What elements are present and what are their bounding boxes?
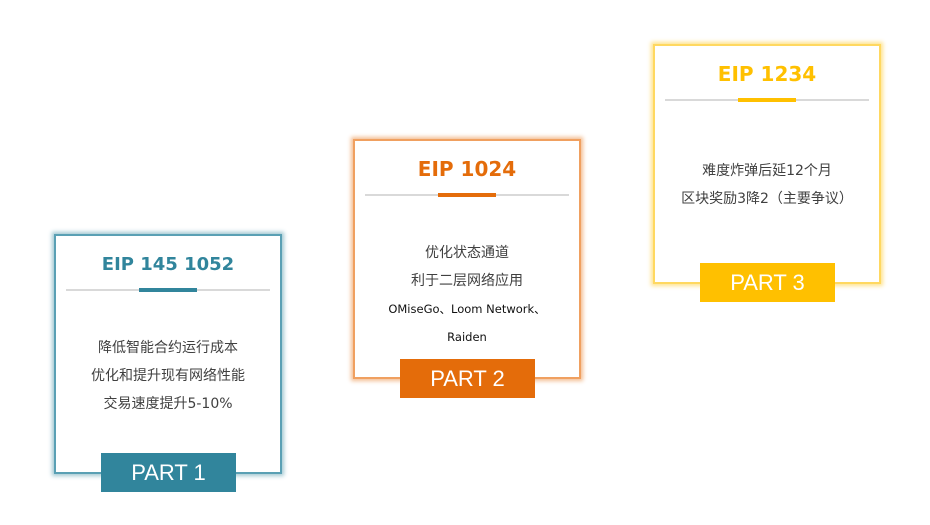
accent-bar (738, 98, 796, 102)
accent-bar (139, 288, 197, 292)
card-body: 难度炸弹后延12个月 区块奖励3降2（主要争议） (655, 157, 879, 213)
card-title: EIP 145 1052 (101, 254, 235, 275)
body-line: 难度炸弹后延12个月 (702, 163, 832, 179)
part-3-label: PART 3 (700, 263, 835, 302)
part-2-label: PART 2 (400, 359, 535, 398)
card-body: 优化状态通道 利于二层网络应用 OMiseGo、Loom Network、 Ra… (355, 239, 579, 351)
body-line: 优化状态通道 (425, 245, 509, 261)
card-title: EIP 1024 (417, 157, 517, 181)
card-part-2: EIP 1024 优化状态通道 利于二层网络应用 OMiseGo、Loom Ne… (353, 139, 581, 379)
body-line: 降低智能合约运行成本 (98, 340, 238, 356)
accent-bar (438, 193, 496, 197)
body-line: Raiden (447, 330, 487, 344)
card-part-3: EIP 1234 难度炸弹后延12个月 区块奖励3降2（主要争议） (653, 44, 881, 284)
body-line: 交易速度提升5-10% (103, 396, 233, 412)
body-line: OMiseGo、Loom Network、 (388, 302, 546, 316)
body-line: 区块奖励3降2（主要争议） (681, 191, 853, 207)
body-line: 优化和提升现有网络性能 (91, 368, 245, 384)
part-1-label: PART 1 (101, 453, 236, 492)
card-part-1: EIP 145 1052 降低智能合约运行成本 优化和提升现有网络性能 交易速度… (54, 234, 282, 474)
body-line: 利于二层网络应用 (411, 273, 523, 289)
card-title: EIP 1234 (717, 62, 817, 86)
card-body: 降低智能合约运行成本 优化和提升现有网络性能 交易速度提升5-10% (56, 334, 280, 418)
